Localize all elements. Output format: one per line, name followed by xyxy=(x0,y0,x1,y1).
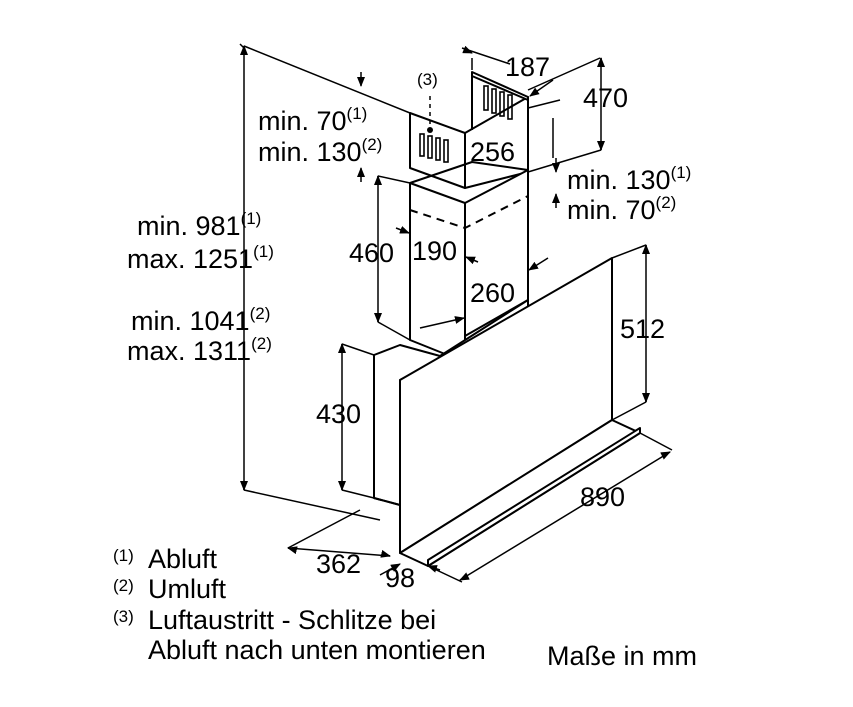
legend: (1) Abluft (2) Umluft (3) Luftaustritt -… xyxy=(113,544,486,665)
legend-text-2: Umluft xyxy=(148,574,227,604)
height-recirc-min: min. 1041(2) xyxy=(131,304,270,336)
chimney-upper-front xyxy=(409,112,466,189)
right-gap-line2: min. 70(2) xyxy=(567,193,676,225)
hood-outline xyxy=(373,71,641,567)
dim-256: 256 xyxy=(470,137,515,167)
dim-460: 460 xyxy=(349,238,394,268)
outlet-marker-dot xyxy=(427,127,433,133)
vent-slots-side xyxy=(483,85,513,120)
legend-marker-1: (1) xyxy=(113,546,134,565)
height-recirc-max: max. 1311(2) xyxy=(127,334,272,366)
legend-text-1: Abluft xyxy=(148,544,218,574)
legend-text-3-continuation: Abluft nach unten montieren xyxy=(148,635,486,665)
right-gap-line1: min. 130(1) xyxy=(567,163,691,195)
dimension-lines xyxy=(239,43,673,583)
dim-430: 430 xyxy=(316,399,361,429)
chimney-lower-front xyxy=(409,182,466,363)
legend-text-3: Luftaustritt - Schlitze bei xyxy=(148,605,436,635)
dim-362: 362 xyxy=(316,549,361,579)
dim-890: 890 xyxy=(580,482,625,512)
chimney-joint-dashed xyxy=(409,195,529,229)
legend-marker-2: (2) xyxy=(113,576,134,595)
legend-marker-3: (3) xyxy=(113,607,134,626)
dim-187: 187 xyxy=(505,52,550,82)
top-left-gap-line1: min. 70(1) xyxy=(258,104,367,136)
dim-470: 470 xyxy=(583,83,628,113)
top-left-gap-line2: min. 130(2) xyxy=(258,135,382,167)
height-exhaust-min: min. 981(1) xyxy=(137,209,261,241)
dim-512: 512 xyxy=(620,314,665,344)
units-note: Maße in mm xyxy=(547,641,697,671)
height-exhaust-max: max. 1251(1) xyxy=(127,242,274,274)
outlet-marker-label: (3) xyxy=(417,70,438,89)
vent-slots-front xyxy=(419,133,449,163)
dim-190: 190 xyxy=(412,236,457,266)
dim-98: 98 xyxy=(385,563,415,593)
dim-260: 260 xyxy=(470,278,515,308)
